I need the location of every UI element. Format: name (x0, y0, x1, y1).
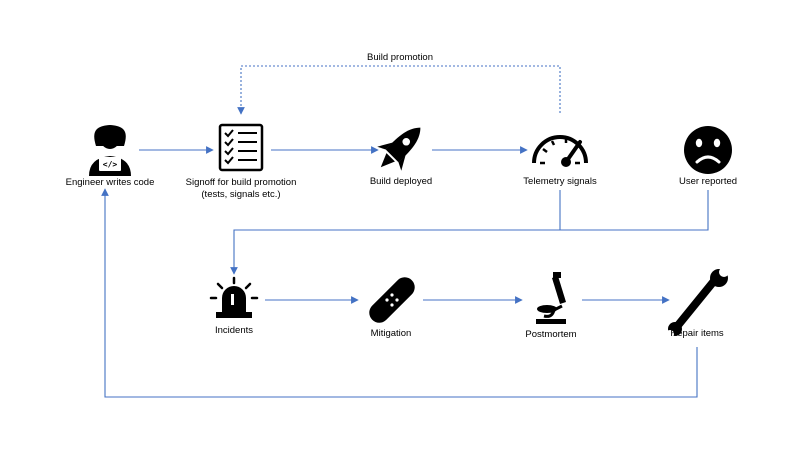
incidents-label: Incidents (214, 325, 254, 336)
microscope-icon (536, 272, 566, 324)
engineer-icon: </> (89, 125, 131, 176)
signoff-label-line-1: Signoff for build promotion (185, 177, 297, 188)
rocket-icon (377, 127, 421, 171)
loop-label: Build promotion (366, 52, 434, 63)
engineer-label: Engineer writes code (65, 177, 155, 188)
signoff-label: Signoff for build promotion (tests, sign… (186, 177, 297, 201)
build-promotion-loop (237, 65, 561, 115)
siren-icon (209, 276, 259, 318)
svg-text:</>: </> (103, 160, 118, 169)
repair-return-line (101, 188, 698, 398)
signoff-label-line-2: (tests, signals etc.) (201, 189, 281, 200)
bandage-icon (369, 277, 415, 323)
deployed-label: Build deployed (369, 176, 433, 187)
checklist-icon (218, 123, 264, 172)
postmortem-label: Postmortem (525, 329, 577, 340)
user-label: User reported (678, 176, 738, 187)
user-report-line (230, 190, 709, 275)
telemetry-label: Telemetry signals (523, 176, 597, 187)
mitigation-label: Mitigation (370, 328, 412, 339)
gauge-icon (532, 135, 588, 167)
repair-label: Repair items (670, 328, 724, 339)
sad-face-icon (684, 126, 732, 174)
wrench-icon (666, 267, 729, 338)
